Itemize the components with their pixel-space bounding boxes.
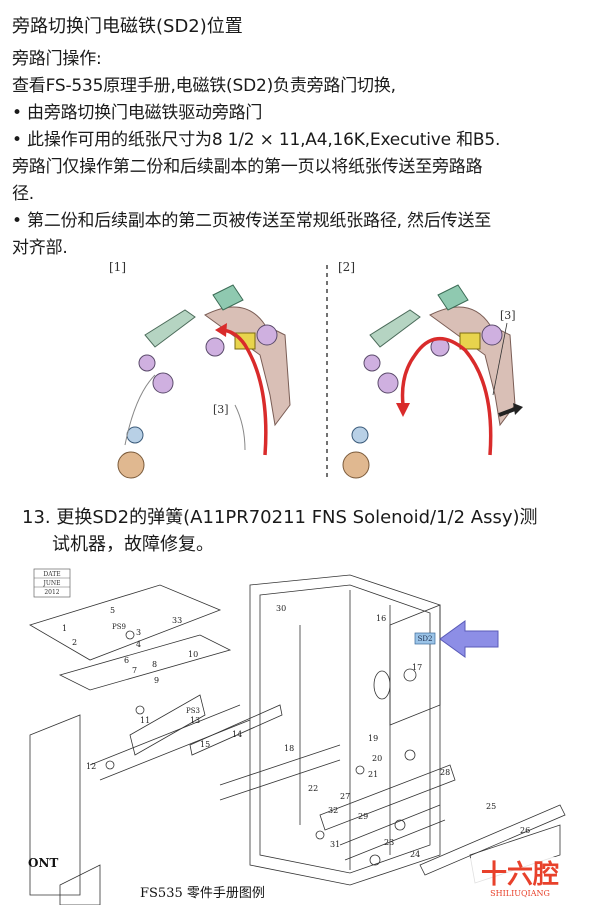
pulley bbox=[342, 451, 370, 479]
gear bbox=[377, 372, 399, 394]
parts-caption: FS535 零件手册图例 bbox=[140, 886, 265, 901]
roller bbox=[351, 426, 369, 444]
arrow-head bbox=[513, 403, 523, 415]
svg-text:SD2: SD2 bbox=[418, 635, 433, 643]
svg-text:17: 17 bbox=[412, 663, 422, 672]
svg-text:JUNE: JUNE bbox=[42, 580, 60, 587]
body-line: 查看FS-535原理手册,电磁铁(SD2)负责旁路门切换, bbox=[12, 76, 396, 96]
svg-text:29: 29 bbox=[358, 812, 368, 821]
svg-text:10: 10 bbox=[188, 650, 198, 659]
svg-text:13: 13 bbox=[190, 716, 200, 725]
svg-text:3: 3 bbox=[136, 628, 141, 637]
svg-text:21: 21 bbox=[368, 770, 378, 779]
panel-2: [3] bbox=[342, 284, 523, 479]
body-line: • 此操作可用的纸张尺寸为8 1/2 × 11,A4,16K,Executive… bbox=[12, 130, 501, 150]
step-13: 13. 更换SD2的弹簧(A11PR70211 FNS Solenoid/1/2… bbox=[22, 503, 538, 529]
front-label: ONT bbox=[28, 856, 58, 870]
green-bracket bbox=[212, 284, 244, 311]
roller bbox=[126, 426, 144, 444]
svg-text:9: 9 bbox=[154, 676, 159, 685]
svg-text:14: 14 bbox=[232, 730, 242, 739]
svg-text:22: 22 bbox=[308, 784, 318, 793]
svg-text:28: 28 bbox=[440, 768, 450, 777]
step-text-line1: 更换SD2的弹簧(A11PR70211 FNS Solenoid/1/2 Ass… bbox=[56, 507, 538, 528]
svg-text:24: 24 bbox=[410, 850, 420, 859]
leader-line bbox=[492, 322, 508, 396]
body-line: • 第二份和后续副本的第二页被传送至常规纸张路径, 然后传送至 bbox=[12, 211, 492, 231]
wire bbox=[124, 374, 246, 451]
page-title: 旁路切换门电磁铁(SD2)位置 bbox=[12, 16, 243, 37]
svg-text:2012: 2012 bbox=[44, 589, 59, 596]
svg-text:30: 30 bbox=[276, 604, 286, 613]
svg-text:1: 1 bbox=[62, 624, 67, 633]
part-number-labels: 1 2 3 4 5 6 7 8 9 10 11 12 13 14 15 16 1… bbox=[62, 604, 530, 859]
frame-lineart bbox=[29, 574, 566, 905]
ps9-label: PS9 bbox=[112, 623, 126, 631]
svg-text:十六腔: 十六腔 bbox=[481, 860, 559, 890]
svg-text:DATE: DATE bbox=[43, 571, 60, 578]
green-bracket bbox=[437, 284, 469, 311]
svg-text:27: 27 bbox=[340, 792, 350, 801]
svg-text:31: 31 bbox=[330, 840, 340, 849]
body-line: 径. bbox=[12, 184, 35, 204]
svg-text:32: 32 bbox=[328, 806, 338, 815]
step-number: 13. bbox=[22, 507, 51, 528]
panel-1-label: [1] bbox=[109, 260, 126, 274]
arrow-head bbox=[396, 403, 410, 417]
svg-text:23: 23 bbox=[384, 838, 394, 847]
body-line: 对齐部. bbox=[12, 238, 68, 258]
callout-3: [3] bbox=[500, 309, 516, 322]
svg-text:26: 26 bbox=[520, 826, 530, 835]
callout-3: [3] bbox=[213, 403, 229, 416]
bypass-gate-diagram: [1] [2] [3] [3] bbox=[109, 260, 523, 480]
svg-text:6: 6 bbox=[124, 656, 129, 665]
gear bbox=[205, 337, 225, 357]
panel-2-label: [2] bbox=[338, 260, 355, 274]
gear bbox=[138, 354, 156, 372]
svg-text:7: 7 bbox=[132, 666, 137, 675]
gear bbox=[256, 324, 278, 346]
svg-text:12: 12 bbox=[86, 762, 96, 771]
arrow-head bbox=[215, 323, 227, 337]
svg-text:11: 11 bbox=[140, 716, 150, 725]
gear bbox=[363, 354, 381, 372]
svg-text:15: 15 bbox=[200, 740, 210, 749]
body-line: 旁路门操作: bbox=[12, 49, 102, 69]
svg-text:2: 2 bbox=[72, 638, 77, 647]
svg-text:SHILIUQIANG: SHILIUQIANG bbox=[490, 889, 550, 898]
parts-exploded-view: DATE JUNE 2012 1 2 3 4 bbox=[28, 568, 574, 905]
svg-text:18: 18 bbox=[284, 744, 294, 753]
paper-path-arrow bbox=[219, 328, 268, 456]
step-text-line2: 试机器，故障修复。 bbox=[52, 534, 214, 555]
body-line: 旁路门仅操作第二份和后续副本的第一页以将纸张传送至旁路路 bbox=[12, 157, 483, 177]
green-plate bbox=[369, 309, 421, 348]
solenoid-push-arrow bbox=[498, 407, 516, 417]
pointer-arrow bbox=[439, 620, 499, 658]
svg-text:25: 25 bbox=[486, 802, 496, 811]
svg-text:19: 19 bbox=[368, 734, 378, 743]
gear bbox=[481, 324, 503, 346]
panel-1: [3] bbox=[117, 284, 291, 479]
svg-text:33: 33 bbox=[172, 616, 182, 625]
svg-text:16: 16 bbox=[376, 614, 386, 623]
pulley bbox=[117, 451, 145, 479]
body-line: • 由旁路切换门电磁铁驱动旁路门 bbox=[12, 103, 263, 123]
gear bbox=[152, 372, 174, 394]
date-box: DATE JUNE 2012 bbox=[33, 568, 71, 598]
svg-text:4: 4 bbox=[136, 640, 141, 649]
watermark-logo: 十六腔 SHILIUQIANG bbox=[468, 857, 574, 899]
paper-path-arrow bbox=[400, 336, 493, 456]
sd2-tag: SD2 bbox=[414, 632, 436, 645]
svg-text:5: 5 bbox=[110, 606, 115, 615]
svg-text:20: 20 bbox=[372, 754, 382, 763]
yellow-part bbox=[459, 332, 481, 350]
svg-text:8: 8 bbox=[152, 660, 157, 669]
guide-plate bbox=[429, 306, 516, 427]
ps3-label: PS3 bbox=[186, 707, 200, 715]
green-plate bbox=[144, 309, 196, 348]
